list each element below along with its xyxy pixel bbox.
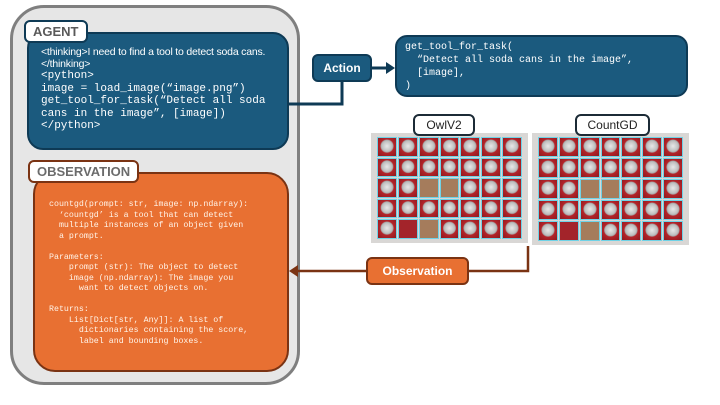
soda-can-detection <box>663 158 683 178</box>
soda-can-detection <box>621 158 642 178</box>
soda-can-detection <box>579 137 600 157</box>
agent-tag: AGENT <box>24 20 88 43</box>
soda-can-detection <box>377 219 397 239</box>
soda-can-detection <box>600 200 621 220</box>
empty-slot <box>418 219 439 239</box>
owlv2-detection-image <box>371 133 528 243</box>
soda-can-detection <box>502 178 522 198</box>
soda-can-detection <box>621 221 642 241</box>
soda-can-detection <box>397 157 418 178</box>
soda-can-detection <box>481 198 502 219</box>
soda-can-detection <box>481 219 502 239</box>
soda-can-detection <box>502 137 522 157</box>
soda-can-detection <box>502 198 522 219</box>
agent-code-text: <python> image = load_image(“image.png”)… <box>41 70 266 132</box>
soda-can-detection <box>579 158 600 178</box>
soda-can-detection <box>621 179 642 199</box>
soda-can-detection <box>397 198 418 219</box>
soda-can-detection <box>621 137 642 157</box>
observation-message-box: countgd(prompt: str, image: np.ndarray):… <box>33 172 289 372</box>
soda-can-detection <box>621 200 642 220</box>
empty-slot <box>558 221 579 241</box>
soda-can-detection <box>538 221 558 241</box>
action-label: Action <box>312 54 372 82</box>
soda-can-detection <box>460 198 481 219</box>
soda-can-detection <box>600 158 621 178</box>
owlv2-can-grid <box>377 137 522 239</box>
soda-can-detection <box>377 198 397 219</box>
soda-can-detection <box>377 178 397 198</box>
soda-can-detection <box>502 219 522 239</box>
soda-can-detection <box>439 157 460 178</box>
soda-can-detection <box>397 178 418 198</box>
action-code-text: get_tool_for_task( “Detect all soda cans… <box>405 42 634 92</box>
soda-can-detection <box>439 219 460 239</box>
soda-can-detection <box>558 179 579 199</box>
soda-can-detection <box>663 137 683 157</box>
soda-can-detection <box>579 200 600 220</box>
soda-can-detection <box>558 137 579 157</box>
soda-can-detection <box>600 137 621 157</box>
soda-can-detection <box>642 179 663 199</box>
soda-can-detection <box>460 137 481 157</box>
soda-can-detection <box>418 137 439 157</box>
soda-can-detection <box>418 198 439 219</box>
soda-can-detection <box>558 158 579 178</box>
action-code-box: get_tool_for_task( “Detect all soda cans… <box>395 35 688 97</box>
countgd-label: CountGD <box>575 114 650 136</box>
soda-can-detection <box>460 178 481 198</box>
soda-can-detection <box>538 137 558 157</box>
soda-can-detection <box>558 200 579 220</box>
soda-can-detection <box>481 157 502 178</box>
soda-can-detection <box>439 137 460 157</box>
soda-can-detection <box>481 137 502 157</box>
soda-can-detection <box>377 157 397 178</box>
countgd-can-grid <box>538 137 683 241</box>
action-arrowhead-icon <box>386 62 395 74</box>
soda-can-detection <box>642 137 663 157</box>
soda-can-detection <box>642 221 663 241</box>
soda-can-detection <box>397 137 418 157</box>
soda-can-detection <box>481 178 502 198</box>
empty-slot <box>439 178 460 198</box>
empty-slot <box>600 179 621 199</box>
soda-can-detection <box>538 200 558 220</box>
agent-thinking-text: <thinking>I need to find a tool to detec… <box>41 46 266 70</box>
agent-message-box: <thinking>I need to find a tool to detec… <box>27 32 289 150</box>
observation-tag: OBSERVATION <box>28 160 140 183</box>
soda-can-detection <box>538 158 558 178</box>
soda-can-detection <box>663 179 683 199</box>
soda-can-detection <box>460 219 481 239</box>
observation-docstring-text: countgd(prompt: str, image: np.ndarray):… <box>49 200 249 346</box>
empty-slot <box>418 178 439 198</box>
soda-can-detection <box>418 157 439 178</box>
empty-slot <box>579 221 600 241</box>
soda-can-detection <box>642 200 663 220</box>
countgd-detection-image <box>532 133 689 245</box>
soda-can-detection <box>642 158 663 178</box>
empty-slot <box>397 219 418 239</box>
soda-can-detection <box>377 137 397 157</box>
soda-can-detection <box>538 179 558 199</box>
soda-can-detection <box>600 221 621 241</box>
soda-can-detection <box>439 198 460 219</box>
soda-can-detection <box>502 157 522 178</box>
soda-can-detection <box>663 200 683 220</box>
owlv2-label: OwlV2 <box>413 114 475 136</box>
soda-can-detection <box>663 221 683 241</box>
soda-can-detection <box>460 157 481 178</box>
observation-label: Observation <box>366 257 469 285</box>
empty-slot <box>579 179 600 199</box>
